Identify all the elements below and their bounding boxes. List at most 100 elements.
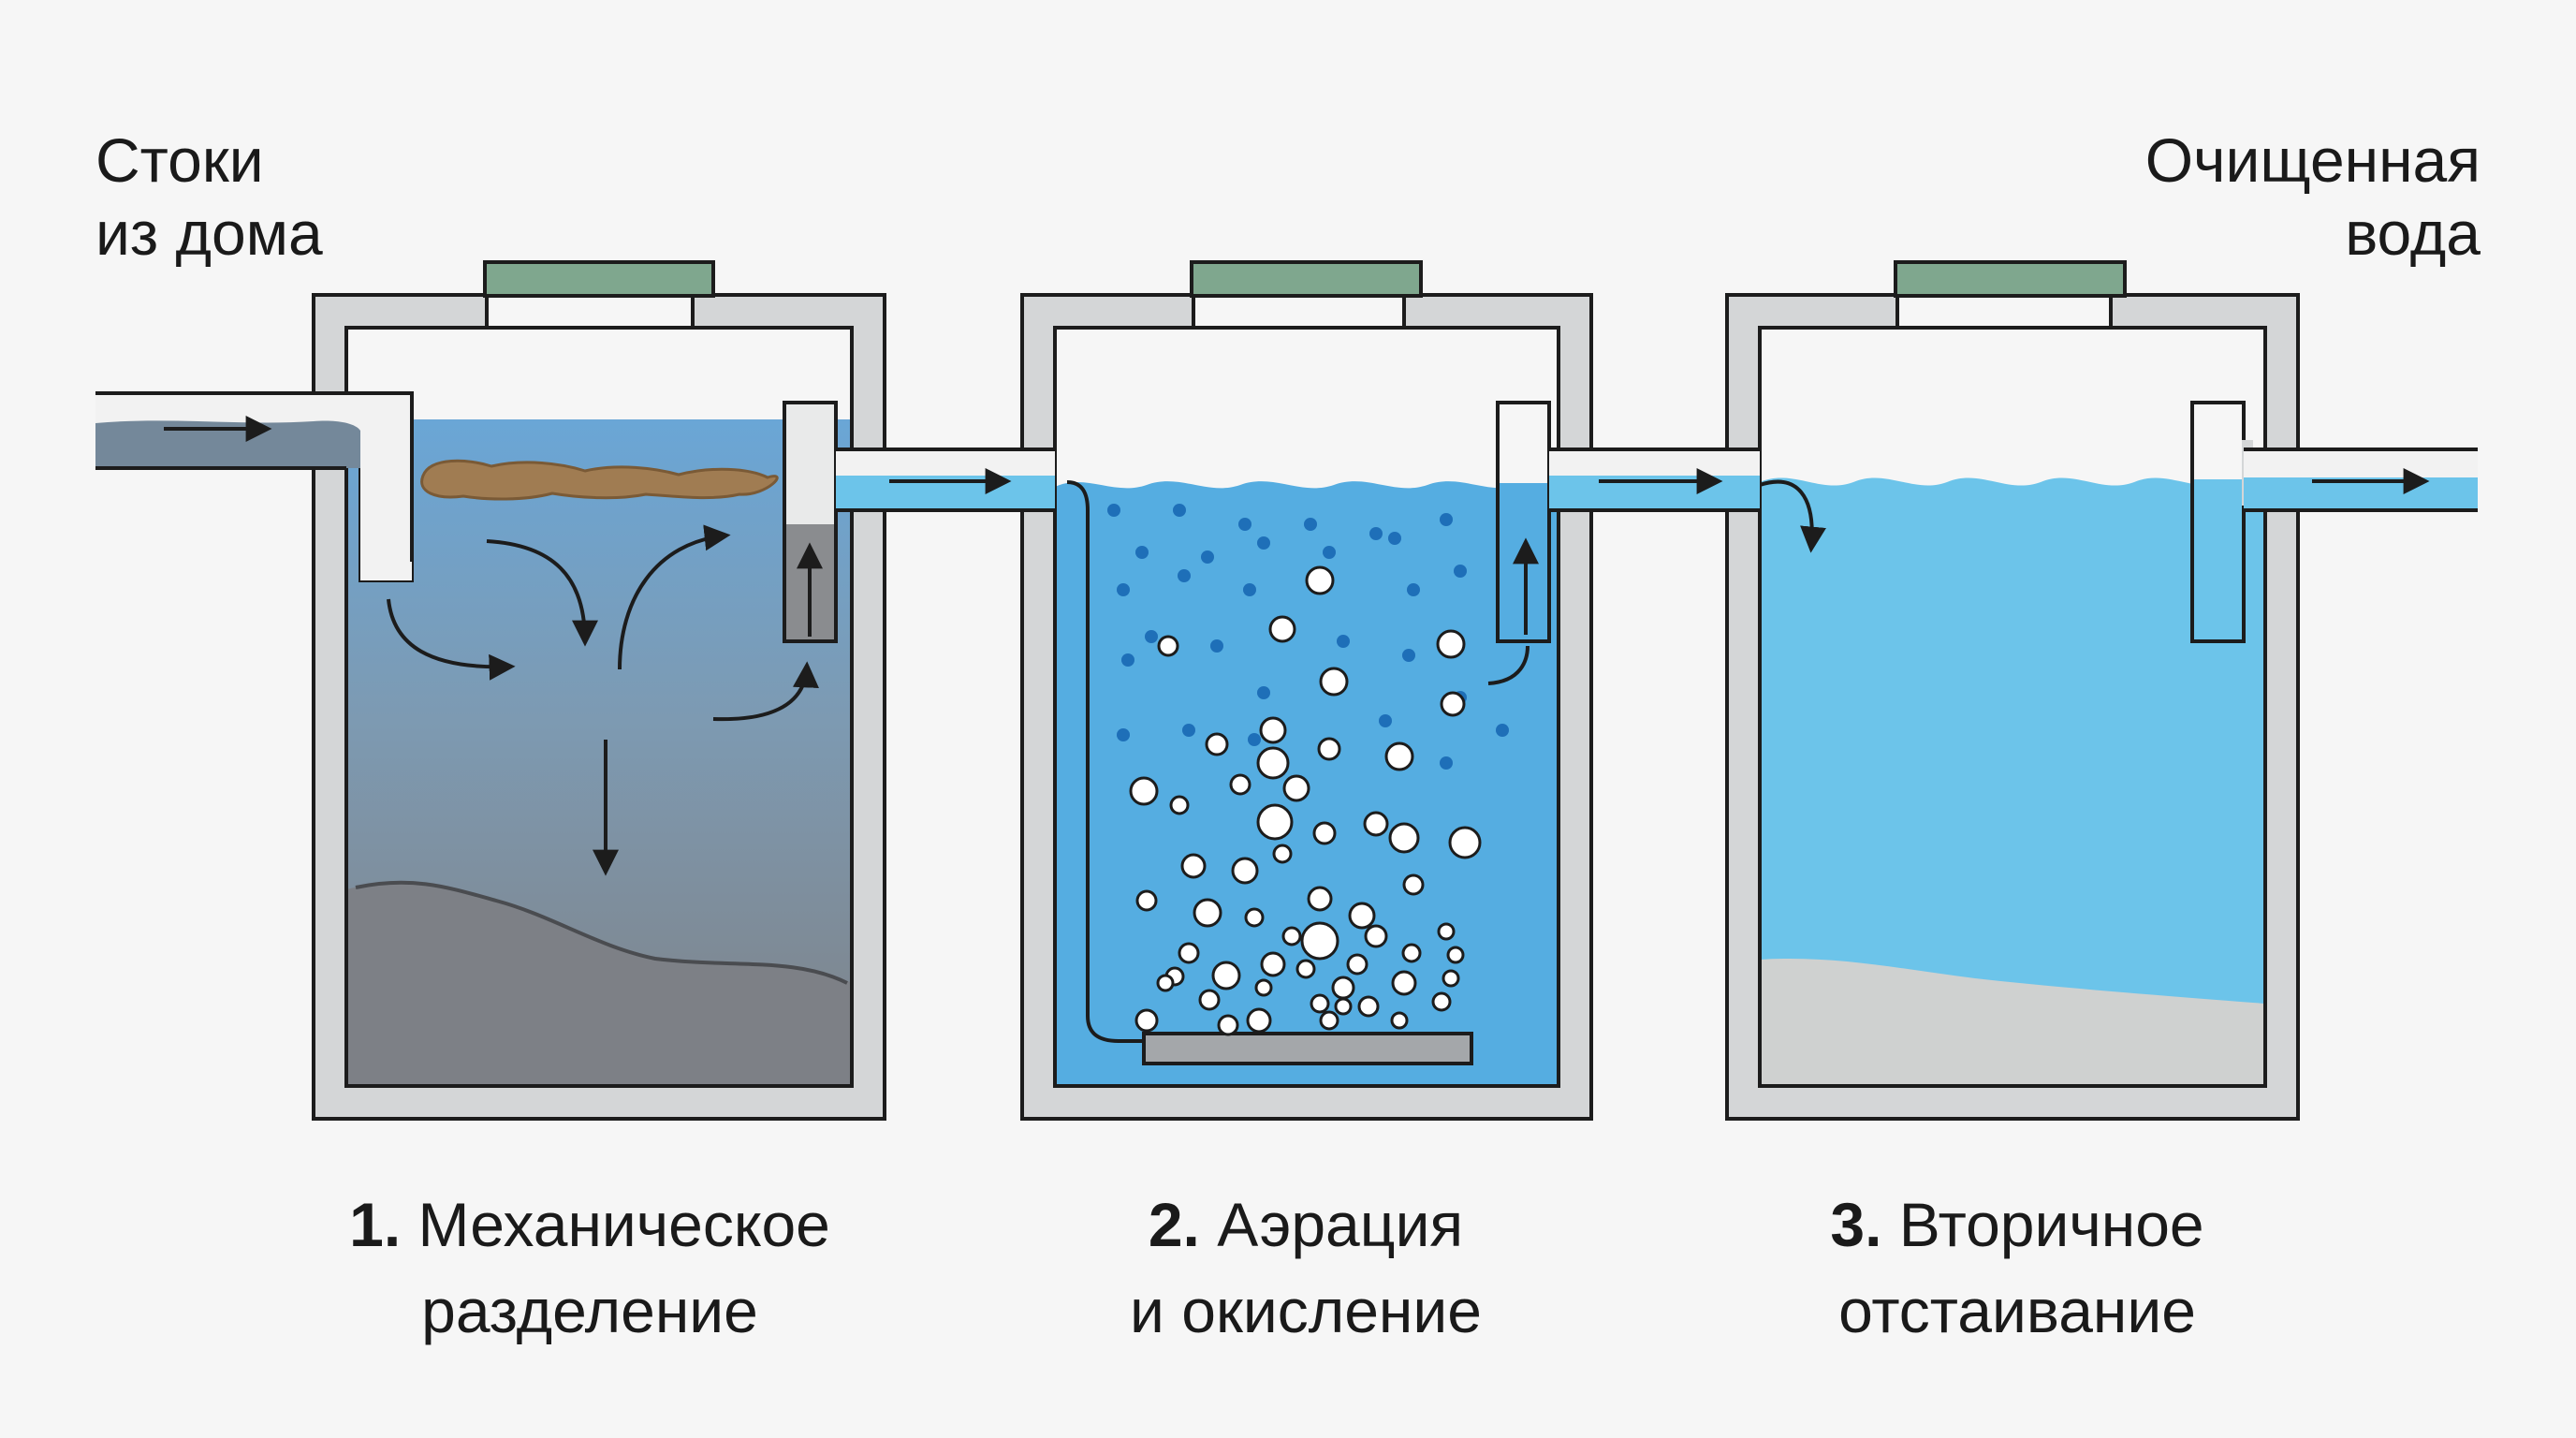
tank-3 [1725,260,2300,1121]
stage-3-label: 3. Вторичное отстаивание [1661,1181,2373,1354]
pipes [95,391,2478,580]
inlet-label-line2: из дома [95,198,323,268]
air-bubble [1211,961,1241,990]
air-bubble [1391,970,1417,996]
air-bubble [1437,922,1456,941]
small-bubble [1178,569,1191,582]
air-bubble [1244,907,1265,928]
air-bubble [1319,667,1349,697]
air-bubble [1334,997,1353,1016]
air-pipe [1066,480,1144,1043]
tank-1-lid [483,260,715,298]
air-bubble [1205,732,1229,756]
air-bubble [1442,969,1460,988]
small-bubble [1337,635,1350,648]
stage-2-subtitle: и окисление [1130,1276,1482,1345]
air-bubble [1217,1014,1239,1036]
air-bubble [1310,993,1330,1014]
air-bubble [1259,716,1287,744]
scum-layer [420,459,779,501]
stage-1-number: 1. [349,1190,402,1259]
small-bubble [1496,724,1509,737]
air-bubble [1363,811,1389,837]
air-bubble [1135,889,1158,912]
stage-3-number: 3. [1830,1190,1882,1259]
small-bubble [1323,546,1336,559]
small-bubble [1248,733,1261,746]
small-bubble [1210,639,1223,653]
small-bubble [1201,550,1214,564]
small-bubble [1407,583,1420,596]
tank-1-wall [312,293,886,1121]
sludge-layer [346,882,852,1086]
air-bubble [1282,774,1310,802]
stage-1-title: Механическое [417,1190,830,1259]
air-bubble [1256,803,1294,841]
sediment-layer [1760,959,2265,1086]
outlet-label: Очищенная вода [2145,124,2481,270]
small-bubble [1117,583,1130,596]
small-bubble [1182,724,1195,737]
tank-2-lid [1190,260,1423,298]
air-bubble [1156,974,1175,992]
air-bubble [1260,951,1286,977]
air-bubble [1317,737,1341,761]
stage-2-label: 2. Аэрация и окисление [950,1181,1661,1354]
small-bubble [1117,728,1130,741]
small-bubble [1257,686,1270,699]
small-bubble [1135,546,1149,559]
air-bubble [1272,844,1293,864]
air-bubble [1312,821,1337,845]
small-bubble [1107,504,1120,517]
stage-3-subtitle: отстаивание [1838,1276,2196,1345]
air-bubble [1157,635,1179,657]
air-diffuser [1142,1032,1473,1065]
air-bubble [1256,746,1290,780]
air-bubble [1388,822,1420,854]
air-bubble [1346,953,1368,976]
air-bubble [1231,857,1259,885]
air-bubble [1229,773,1251,796]
tank-1 [312,260,886,1121]
air-bubble [1295,959,1316,979]
small-bubble [1440,756,1453,770]
small-bubble [1304,518,1317,531]
stage-2-title: Аэрация [1217,1190,1464,1259]
air-bubble [1300,921,1339,961]
small-bubble [1257,536,1270,550]
stage-3-title: Вторичное [1898,1190,2204,1259]
air-bubble [1307,886,1333,912]
small-bubble [1379,714,1392,727]
small-bubble [1454,565,1467,578]
tank-2 [1020,260,1593,1121]
small-bubble [1121,653,1134,667]
stage-2-number: 2. [1148,1190,1200,1259]
outlet-label-line1: Очищенная [2144,125,2481,195]
air-bubble [1448,826,1482,859]
tank-3-lid [1894,260,2127,298]
air-bubble [1129,776,1159,806]
small-bubble [1369,527,1383,540]
air-bubble [1401,943,1422,963]
air-bubble [1198,989,1221,1011]
small-bubble [1402,649,1415,662]
air-bubble [1169,795,1190,815]
air-bubble [1254,978,1273,997]
air-bubble [1246,1007,1272,1034]
tank-3-water [1760,477,2265,1087]
small-bubble [1173,504,1186,517]
air-bubbles [1107,504,1509,1036]
air-bubble [1357,995,1380,1018]
air-bubble [1319,1010,1339,1031]
outlet-label-line2: вода [2345,198,2481,268]
inlet-label-line1: Стоки [95,125,264,195]
air-bubble [1193,898,1222,928]
inlet-label: Стоки из дома [95,124,323,270]
stage-1-label: 1. Механическое разделение [234,1181,945,1354]
air-bubble [1305,565,1335,595]
air-bubble [1178,942,1200,964]
small-bubble [1145,630,1158,643]
small-bubble [1238,518,1251,531]
air-bubble [1331,976,1355,1000]
